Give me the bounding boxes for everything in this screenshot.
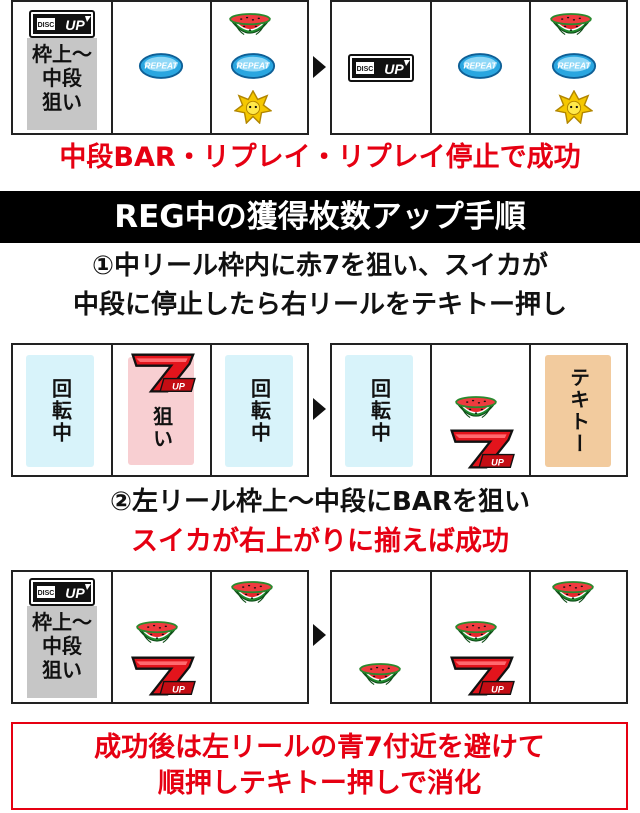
watermelon-symbol	[230, 576, 274, 610]
step1-line2: 中段に停止したら右リールをテキトー押し	[72, 290, 567, 320]
row3-reels-before: 枠上～ 中段 狙い	[11, 570, 309, 704]
watermelon-symbol	[551, 576, 595, 610]
bell-symbol	[555, 90, 593, 124]
right-reel	[212, 2, 307, 133]
aim-label: 枠上～ 中段 狙い	[27, 38, 97, 130]
center-reel	[432, 572, 531, 702]
footer-line2: 順押しテキトー押しで消化	[157, 768, 482, 799]
result-line: 中段BAR・リプレイ・リプレイ停止で成功	[59, 142, 581, 173]
left-reel: 枠上～ 中段 狙い	[13, 572, 113, 702]
row3-reels-after	[330, 570, 628, 704]
replay-symbol	[138, 52, 184, 80]
aim-label: 狙い	[128, 357, 194, 465]
watermelon-symbol	[228, 8, 272, 42]
red-seven-symbol	[442, 654, 520, 698]
arrow-icon	[313, 398, 326, 420]
footer-note-box: 成功後は左リールの青7付近を避けて 順押しテキトー押しで消化	[11, 722, 628, 810]
center-reel	[113, 572, 212, 702]
right-reel: テキトー	[531, 345, 626, 475]
red-seven-symbol	[123, 351, 201, 395]
red-seven-symbol	[123, 654, 201, 698]
watermelon-symbol	[454, 616, 498, 650]
watermelon-symbol	[358, 658, 402, 692]
right-reel	[212, 572, 307, 702]
bar-symbol	[29, 578, 95, 606]
bar-symbol	[348, 54, 414, 82]
left-reel: 回転中	[332, 345, 432, 475]
bar-symbol	[29, 10, 95, 38]
right-reel	[531, 2, 626, 133]
right-reel: 回転中	[212, 345, 307, 475]
arrow-icon	[313, 56, 326, 78]
left-reel: 回転中	[13, 345, 113, 475]
left-reel	[332, 572, 432, 702]
center-reel	[432, 2, 531, 133]
step1-line1: ①中リール枠内に赤7を狙い、スイカが	[91, 251, 549, 281]
center-reel: 狙い	[113, 345, 212, 475]
watermelon-symbol	[135, 616, 179, 650]
center-reel	[432, 345, 531, 475]
left-reel: 枠上～ 中段 狙い	[13, 2, 113, 133]
center-reel	[113, 2, 212, 133]
red-seven-symbol	[442, 427, 520, 471]
right-reel	[531, 572, 626, 702]
spinning-label: 回転中	[345, 355, 413, 467]
row2-reels-before: 回転中 狙い 回転中	[11, 343, 309, 477]
arrow-icon	[313, 624, 326, 646]
row1-reels-before: 枠上～ 中段 狙い	[11, 0, 309, 135]
tekitoo-label: テキトー	[545, 355, 611, 467]
aim-label: 枠上～ 中段 狙い	[27, 606, 97, 698]
section-title: REG中の獲得枚数アップ手順	[0, 191, 640, 243]
row2-reels-after: 回転中 テキトー	[330, 343, 628, 477]
step2-line2: スイカが右上がりに揃えば成功	[131, 526, 509, 557]
watermelon-symbol	[454, 391, 498, 425]
row1-reels-after	[330, 0, 628, 135]
step2-line1: ②左リール枠上～中段にBARを狙い	[110, 487, 530, 517]
watermelon-symbol	[549, 8, 593, 42]
spinning-label: 回転中	[225, 355, 293, 467]
replay-symbol	[457, 52, 503, 80]
bell-symbol	[234, 90, 272, 124]
left-reel	[332, 2, 432, 133]
footer-line1: 成功後は左リールの青7付近を避けて	[94, 732, 545, 763]
spinning-label: 回転中	[26, 355, 94, 467]
replay-symbol	[230, 52, 276, 80]
replay-symbol	[551, 52, 597, 80]
